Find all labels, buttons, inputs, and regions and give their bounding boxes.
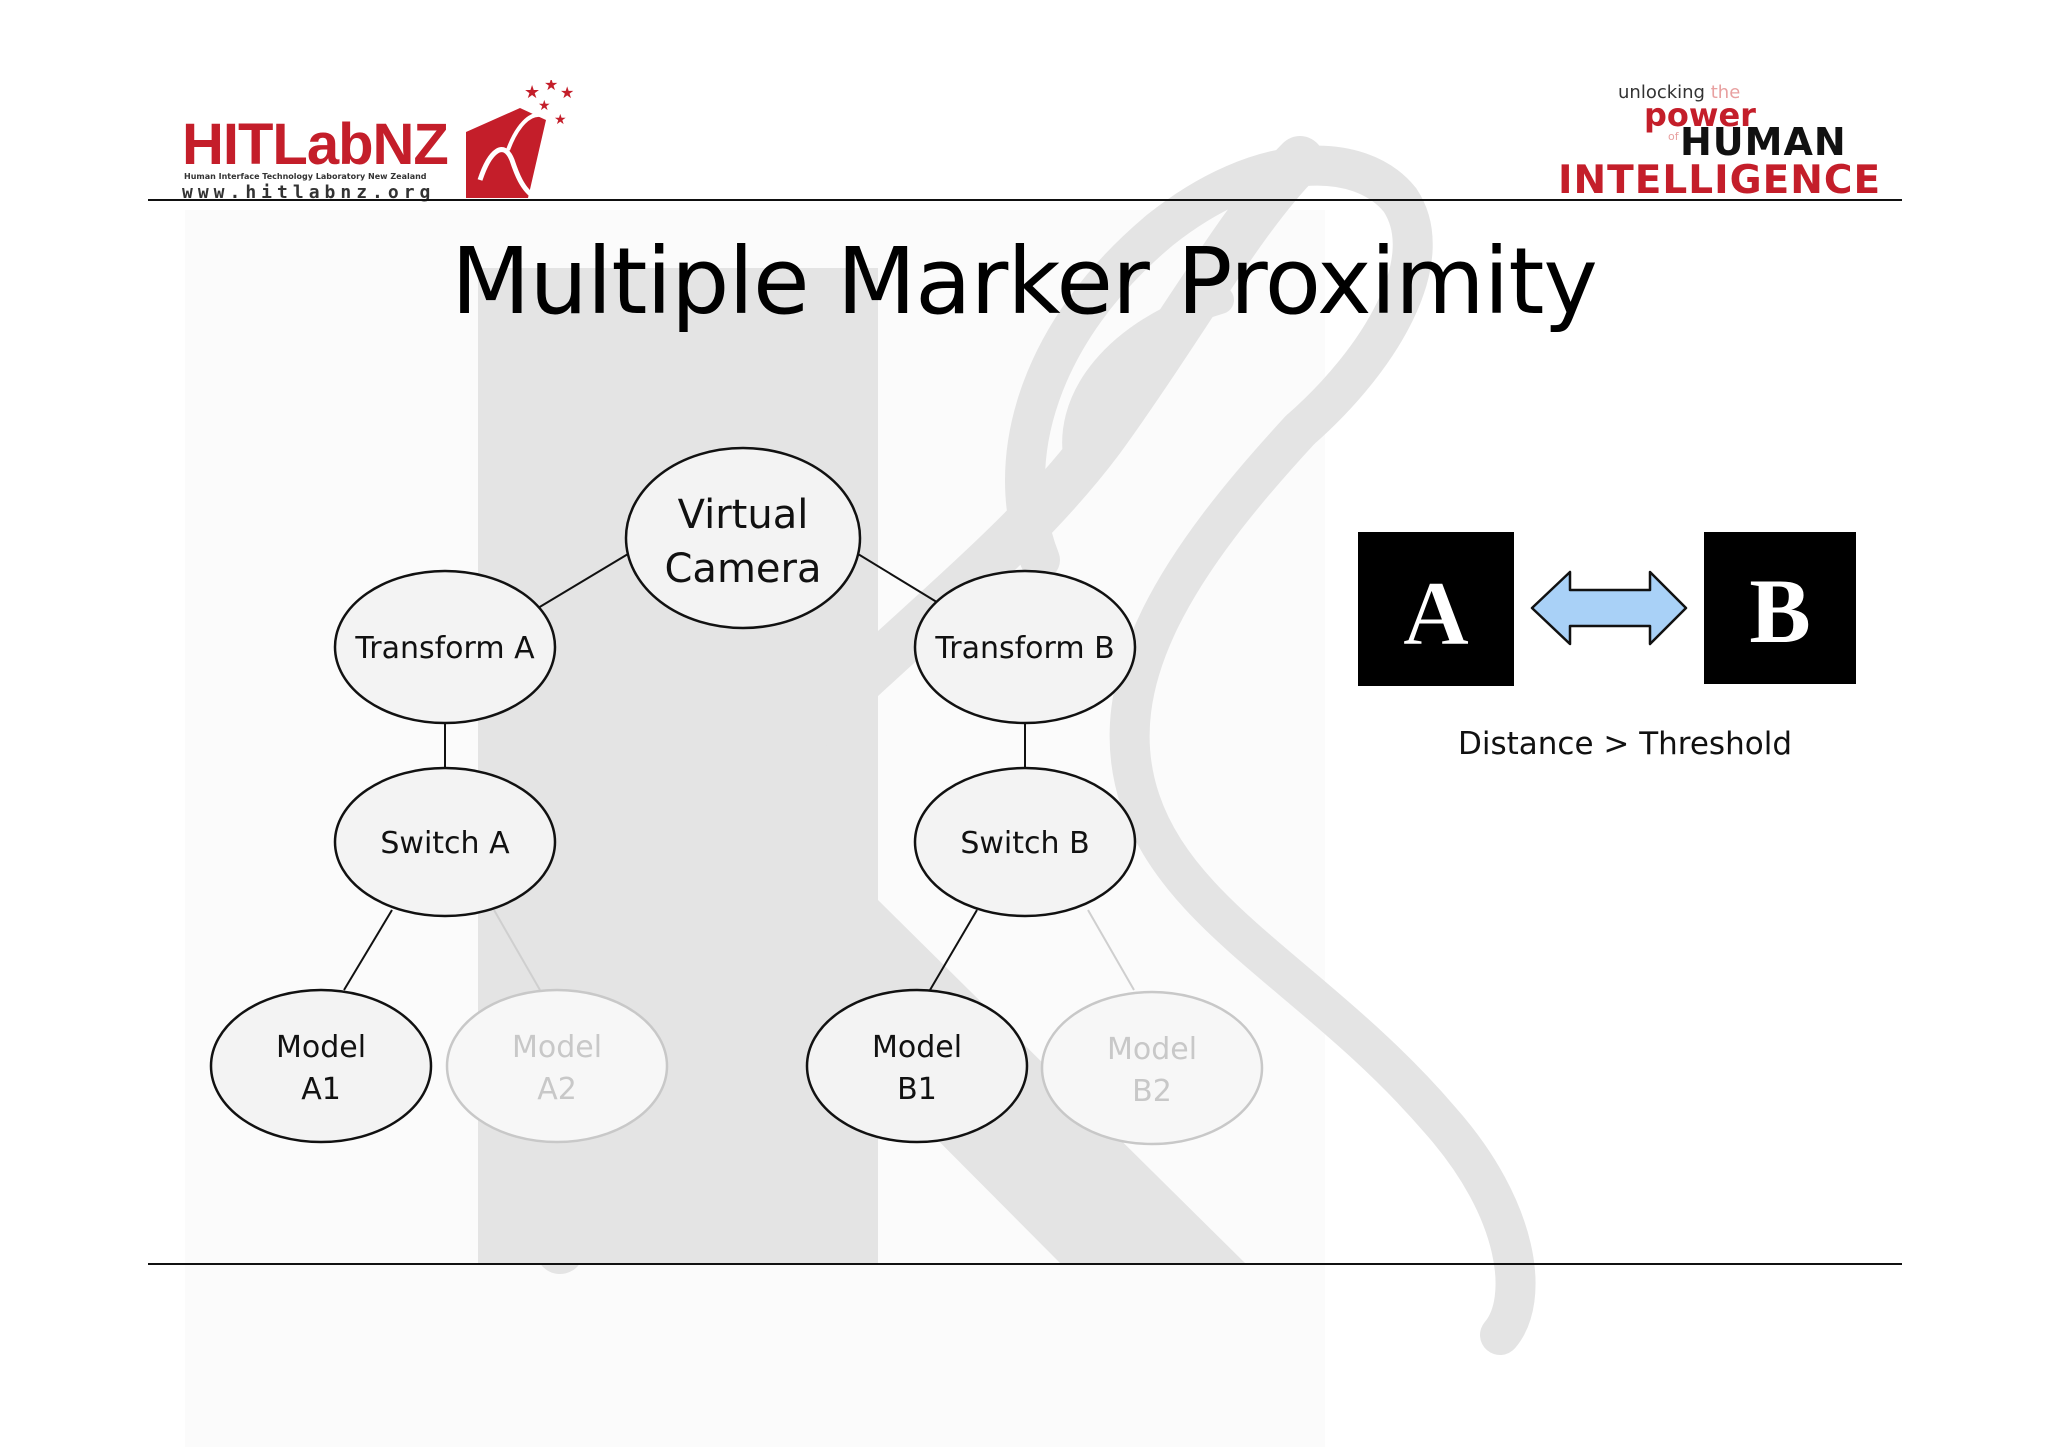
diagram-edges-inactive xyxy=(493,909,1135,991)
logo-human: HUMAN xyxy=(1680,120,1847,164)
marker-a: A xyxy=(1358,532,1514,686)
svg-text:★: ★ xyxy=(560,83,574,102)
svg-text:★: ★ xyxy=(544,80,558,94)
edge-switch-a-model-a1 xyxy=(343,909,393,991)
diagram-edges xyxy=(343,553,1026,991)
node-transform-a-label: Transform A xyxy=(354,631,535,666)
hitlab-wordmark: HITLabNZ xyxy=(182,116,449,174)
node-model-a2-line1: Model xyxy=(512,1030,602,1065)
node-model-b1: Model B1 xyxy=(805,988,1029,1144)
bottom-rule xyxy=(148,1263,1902,1265)
hitlab-url: www.hitlabnz.org xyxy=(182,182,436,203)
node-switch-a-label: Switch A xyxy=(380,826,510,861)
edge-camera-transform-b xyxy=(857,553,941,605)
node-transform-b: Transform B xyxy=(913,569,1137,725)
node-transform-a: Transform A xyxy=(333,569,557,725)
node-model-b1-line1: Model xyxy=(872,1030,962,1065)
node-switch-a: Switch A xyxy=(333,766,557,918)
svg-text:★: ★ xyxy=(524,82,540,103)
node-model-a1-line2: A1 xyxy=(301,1072,341,1107)
unlocking-human-intelligence-logo: unlocking the power of HUMAN INTELLIGENC… xyxy=(1540,78,1900,203)
logo-of: of xyxy=(1668,130,1679,143)
hitlab-subtitle: Human Interface Technology Laboratory Ne… xyxy=(184,172,427,181)
node-virtual-camera: Virtual Camera xyxy=(624,446,862,630)
hitlab-wordmark-dark: HITLab xyxy=(182,112,374,177)
node-switch-b: Switch B xyxy=(913,766,1137,918)
node-model-a2: Model A2 xyxy=(445,988,669,1144)
node-switch-b-label: Switch B xyxy=(960,826,1089,861)
node-model-b2-line1: Model xyxy=(1107,1032,1197,1067)
node-model-b2: Model B2 xyxy=(1040,990,1264,1146)
edge-switch-a-model-a2 xyxy=(493,909,541,991)
edge-switch-b-model-b2 xyxy=(1087,909,1135,991)
node-model-a2-line2: A2 xyxy=(537,1072,577,1107)
hitlab-wordmark-red: NZ xyxy=(372,112,449,177)
slide-title: Multiple Marker Proximity xyxy=(451,228,1598,335)
hitlab-kiwi-icon: ★ ★ ★ ★ ★ xyxy=(466,80,574,201)
distance-threshold-caption: Distance > Threshold xyxy=(1457,726,1792,762)
node-model-a1: Model A1 xyxy=(209,988,433,1144)
svg-text:★: ★ xyxy=(554,112,567,128)
double-arrow-icon xyxy=(1530,570,1688,646)
top-rule xyxy=(148,199,1902,201)
hitlabnz-logo: HITLabNZ Human Interface Technology Labo… xyxy=(180,80,600,203)
marker-b: B xyxy=(1704,532,1856,684)
marker-b-letter: B xyxy=(1749,560,1810,662)
node-virtual-camera-line1: Virtual xyxy=(678,492,809,538)
logo-power: power xyxy=(1644,96,1756,134)
edge-camera-transform-a xyxy=(537,553,629,609)
watermark-swirl-2 xyxy=(1005,145,1433,580)
logo-the-word: the xyxy=(1710,82,1741,103)
watermark-swirl-4 xyxy=(1062,286,1234,484)
logo-unlocking-word: unlocking xyxy=(1618,82,1705,103)
watermark-swirl-3 xyxy=(1109,410,1536,1355)
logo-unlocking: unlocking the xyxy=(1618,82,1740,103)
node-model-b1-line2: B1 xyxy=(897,1072,937,1107)
node-model-a1-line1: Model xyxy=(276,1030,366,1065)
logo-intelligence: INTELLIGENCE xyxy=(1558,158,1882,203)
marker-a-letter: A xyxy=(1403,562,1469,664)
node-model-b2-line2: B2 xyxy=(1132,1074,1172,1109)
node-transform-b-label: Transform B xyxy=(934,631,1114,666)
svg-text:★: ★ xyxy=(538,98,551,114)
edge-switch-b-model-b1 xyxy=(929,909,978,991)
node-virtual-camera-line2: Camera xyxy=(665,546,822,592)
